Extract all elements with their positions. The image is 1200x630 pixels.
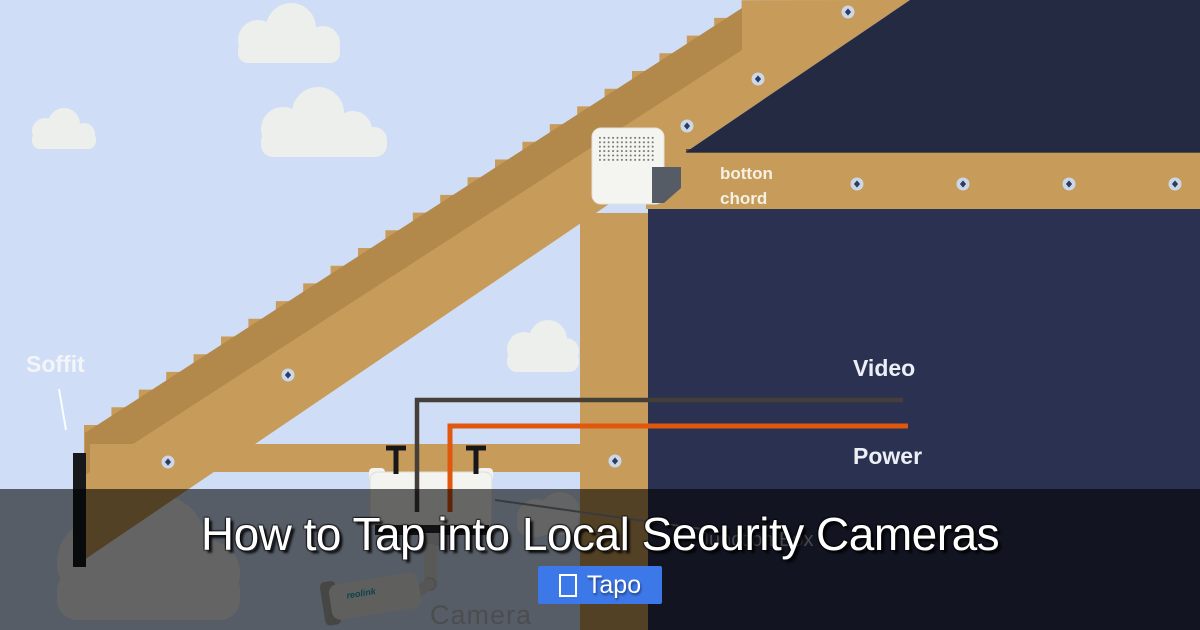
screw-icon [680, 119, 694, 133]
screw-icon [841, 5, 855, 19]
screw-icon [850, 177, 864, 191]
tapo-badge-label: Tapo [586, 570, 642, 599]
screw-icon [608, 454, 622, 468]
power-wire-label: Power [853, 443, 923, 469]
missing-glyph-icon [558, 574, 577, 597]
gable-vent [591, 127, 665, 205]
video-wire-label: Video [853, 355, 916, 381]
page-title: How to Tap into Local Security Cameras [200, 508, 1000, 560]
screw-icon [161, 455, 175, 469]
cloud [238, 3, 340, 63]
cloud [261, 87, 387, 157]
soffit-label: Soffit [26, 351, 85, 377]
power-wire [447, 423, 908, 512]
dark-overlay [0, 489, 1200, 630]
cable-clamp [386, 445, 406, 474]
roof-underside [686, 0, 1200, 152]
screw-icon [1062, 177, 1076, 191]
tapo-badge[interactable]: Tapo [538, 566, 662, 604]
roof-rafter [84, 0, 910, 560]
cloud [507, 320, 579, 372]
bottom-chord-label: botton chord [720, 164, 773, 208]
cloud [32, 108, 96, 149]
cable-clamp [466, 445, 486, 474]
vent-bracket [652, 167, 681, 203]
screw-icon [281, 368, 295, 382]
screw-icon [956, 177, 970, 191]
bottom-chord-shadow [686, 149, 1200, 153]
ceiling-beam [90, 444, 648, 472]
screw-icon [751, 72, 765, 86]
video-wire [414, 397, 903, 512]
soffit-pointer-line [58, 388, 67, 431]
screw-icon [1168, 177, 1182, 191]
bottom-chord-beam [646, 152, 1200, 209]
rafter-shadow-band [85, 8, 742, 475]
